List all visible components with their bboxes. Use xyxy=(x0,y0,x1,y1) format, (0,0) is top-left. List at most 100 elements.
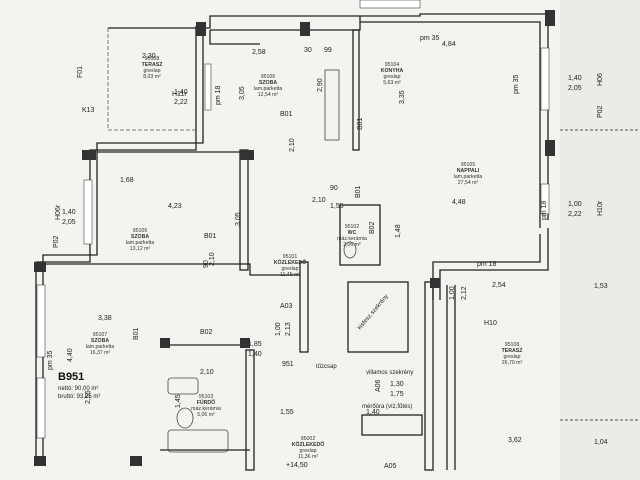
dimensions: 2,30 2,58 4,84 3,05 2,90 3,35 1,40 2,22 … xyxy=(62,41,608,469)
paper-edge-shadow xyxy=(560,0,640,480)
svg-text:K13: K13 xyxy=(82,107,95,114)
svg-text:tűzcsap: tűzcsap xyxy=(316,364,337,370)
svg-text:pm 35: pm 35 xyxy=(513,74,520,94)
kitchen-counter xyxy=(324,69,340,141)
svg-text:máz.kerámia: máz.kerámia xyxy=(337,236,367,242)
svg-text:SZOBA: SZOBA xyxy=(131,234,149,240)
svg-text:greslap: greslap xyxy=(281,266,298,272)
svg-text:13,12 m²: 13,12 m² xyxy=(130,246,151,252)
pillars xyxy=(34,10,555,466)
svg-text:pm 35: pm 35 xyxy=(420,35,440,42)
svg-text:B01: B01 xyxy=(204,233,217,240)
windows xyxy=(36,0,550,439)
svg-text:lam.parketta: lam.parketta xyxy=(126,240,155,246)
svg-text:B01: B01 xyxy=(133,327,140,340)
svg-text:lam.parketta: lam.parketta xyxy=(254,86,283,92)
svg-text:greslap: greslap xyxy=(503,354,520,360)
svg-text:26,70 m²: 26,70 m² xyxy=(502,360,523,366)
svg-text:1,53: 1,53 xyxy=(594,283,608,290)
svg-text:1,48: 1,48 xyxy=(395,224,402,238)
svg-text:90: 90 xyxy=(330,185,338,192)
svg-text:H06: H06 xyxy=(597,73,604,86)
svg-text:1,68: 1,68 xyxy=(120,177,134,184)
svg-text:95102: 95102 xyxy=(345,224,360,230)
svg-text:H11r: H11r xyxy=(172,91,187,98)
svg-text:villamos szekrény: villamos szekrény xyxy=(366,370,413,376)
svg-text:2,58: 2,58 xyxy=(252,49,266,56)
svg-text:KÖZLEKEDŐ: KÖZLEKEDŐ xyxy=(292,441,325,448)
svg-text:3,35: 3,35 xyxy=(399,90,406,104)
svg-text:1,75: 1,75 xyxy=(390,391,404,398)
svg-text:lam.parketta: lam.parketta xyxy=(86,344,115,350)
svg-text:pm 18: pm 18 xyxy=(477,261,497,268)
svg-text:2,06 m²: 2,06 m² xyxy=(343,242,361,248)
svg-text:A06: A06 xyxy=(375,379,382,392)
svg-text:2,05: 2,05 xyxy=(62,219,76,226)
svg-text:8,03 m²: 8,03 m² xyxy=(143,74,161,80)
svg-text:TERASZ: TERASZ xyxy=(502,348,524,354)
svg-text:1,40: 1,40 xyxy=(366,409,380,416)
svg-text:1,40: 1,40 xyxy=(568,75,582,82)
svg-text:2,13: 2,13 xyxy=(285,322,292,336)
svg-text:2,90: 2,90 xyxy=(317,78,324,92)
svg-text:TERASZ: TERASZ xyxy=(142,62,164,68)
svg-text:3,05: 3,05 xyxy=(235,212,242,226)
svg-text:2,10: 2,10 xyxy=(200,369,214,376)
svg-text:2,10: 2,10 xyxy=(209,252,216,266)
svg-text:pm 18: pm 18 xyxy=(215,85,222,105)
svg-text:SZOBA: SZOBA xyxy=(91,338,109,344)
terrace-outline xyxy=(107,28,196,131)
svg-text:1,55: 1,55 xyxy=(330,203,344,210)
svg-text:2,55: 2,55 xyxy=(85,390,92,404)
svg-text:B01: B01 xyxy=(280,111,293,118)
svg-text:H10: H10 xyxy=(484,320,497,327)
svg-text:95101: 95101 xyxy=(283,254,298,260)
svg-text:95107: 95107 xyxy=(93,332,108,338)
svg-text:A05: A05 xyxy=(384,463,397,470)
room-labels: 95108 TERASZ greslap 8,03 m² 95106 SZOBA… xyxy=(86,56,523,460)
svg-text:2,22: 2,22 xyxy=(568,211,582,218)
svg-text:4,48: 4,48 xyxy=(452,199,466,206)
svg-text:H06r: H06r xyxy=(55,204,62,220)
svg-text:greslap: greslap xyxy=(383,74,400,80)
bathroom-fixtures xyxy=(167,241,357,453)
svg-text:H10r: H10r xyxy=(597,200,604,216)
svg-text:FÜRDŐ: FÜRDŐ xyxy=(197,399,215,406)
svg-text:3,38: 3,38 xyxy=(98,315,112,322)
svg-text:4,40: 4,40 xyxy=(67,348,74,362)
svg-text:12,54 m²: 12,54 m² xyxy=(258,92,279,98)
svg-text:2,22: 2,22 xyxy=(174,99,188,106)
svg-text:95108: 95108 xyxy=(505,342,520,348)
svg-text:KÖZLEKEDŐ: KÖZLEKEDŐ xyxy=(274,259,307,266)
svg-text:30: 30 xyxy=(304,47,312,54)
svg-text:1,55: 1,55 xyxy=(280,409,294,416)
svg-text:máz.kerámia: máz.kerámia xyxy=(191,406,221,412)
svg-text:16,37 m²: 16,37 m² xyxy=(90,350,111,356)
svg-text:95103: 95103 xyxy=(199,394,214,400)
svg-text:3,62: 3,62 xyxy=(508,437,522,444)
svg-text:+14,50: +14,50 xyxy=(286,462,308,469)
svg-text:1,40: 1,40 xyxy=(62,209,76,216)
svg-text:1,40: 1,40 xyxy=(174,89,188,96)
gross-area: bruttó: 93,25 m² xyxy=(58,394,100,400)
svg-text:KONYHA: KONYHA xyxy=(381,68,404,74)
svg-text:mérőóra (víz,fűtés): mérőóra (víz,fűtés) xyxy=(362,404,412,410)
svg-text:95108: 95108 xyxy=(145,56,160,62)
svg-text:pm 35: pm 35 xyxy=(47,350,54,370)
svg-text:4,84: 4,84 xyxy=(442,41,456,48)
svg-text:NAPPALI: NAPPALI xyxy=(457,168,480,174)
svg-text:4,23: 4,23 xyxy=(168,203,182,210)
svg-text:27,54 m²: 27,54 m² xyxy=(458,180,479,186)
net-area: nettó: 90,00 m² xyxy=(58,386,98,392)
svg-text:951: 951 xyxy=(282,361,294,368)
svg-text:95105: 95105 xyxy=(461,162,476,168)
svg-text:11,36 m²: 11,36 m² xyxy=(298,454,318,460)
svg-text:1,30: 1,30 xyxy=(390,381,404,388)
svg-text:2,10: 2,10 xyxy=(289,138,296,152)
svg-text:11,45 m²: 11,45 m² xyxy=(280,272,300,278)
svg-text:F01: F01 xyxy=(77,66,84,78)
svg-text:1,45: 1,45 xyxy=(175,394,182,408)
svg-text:95104: 95104 xyxy=(385,62,400,68)
